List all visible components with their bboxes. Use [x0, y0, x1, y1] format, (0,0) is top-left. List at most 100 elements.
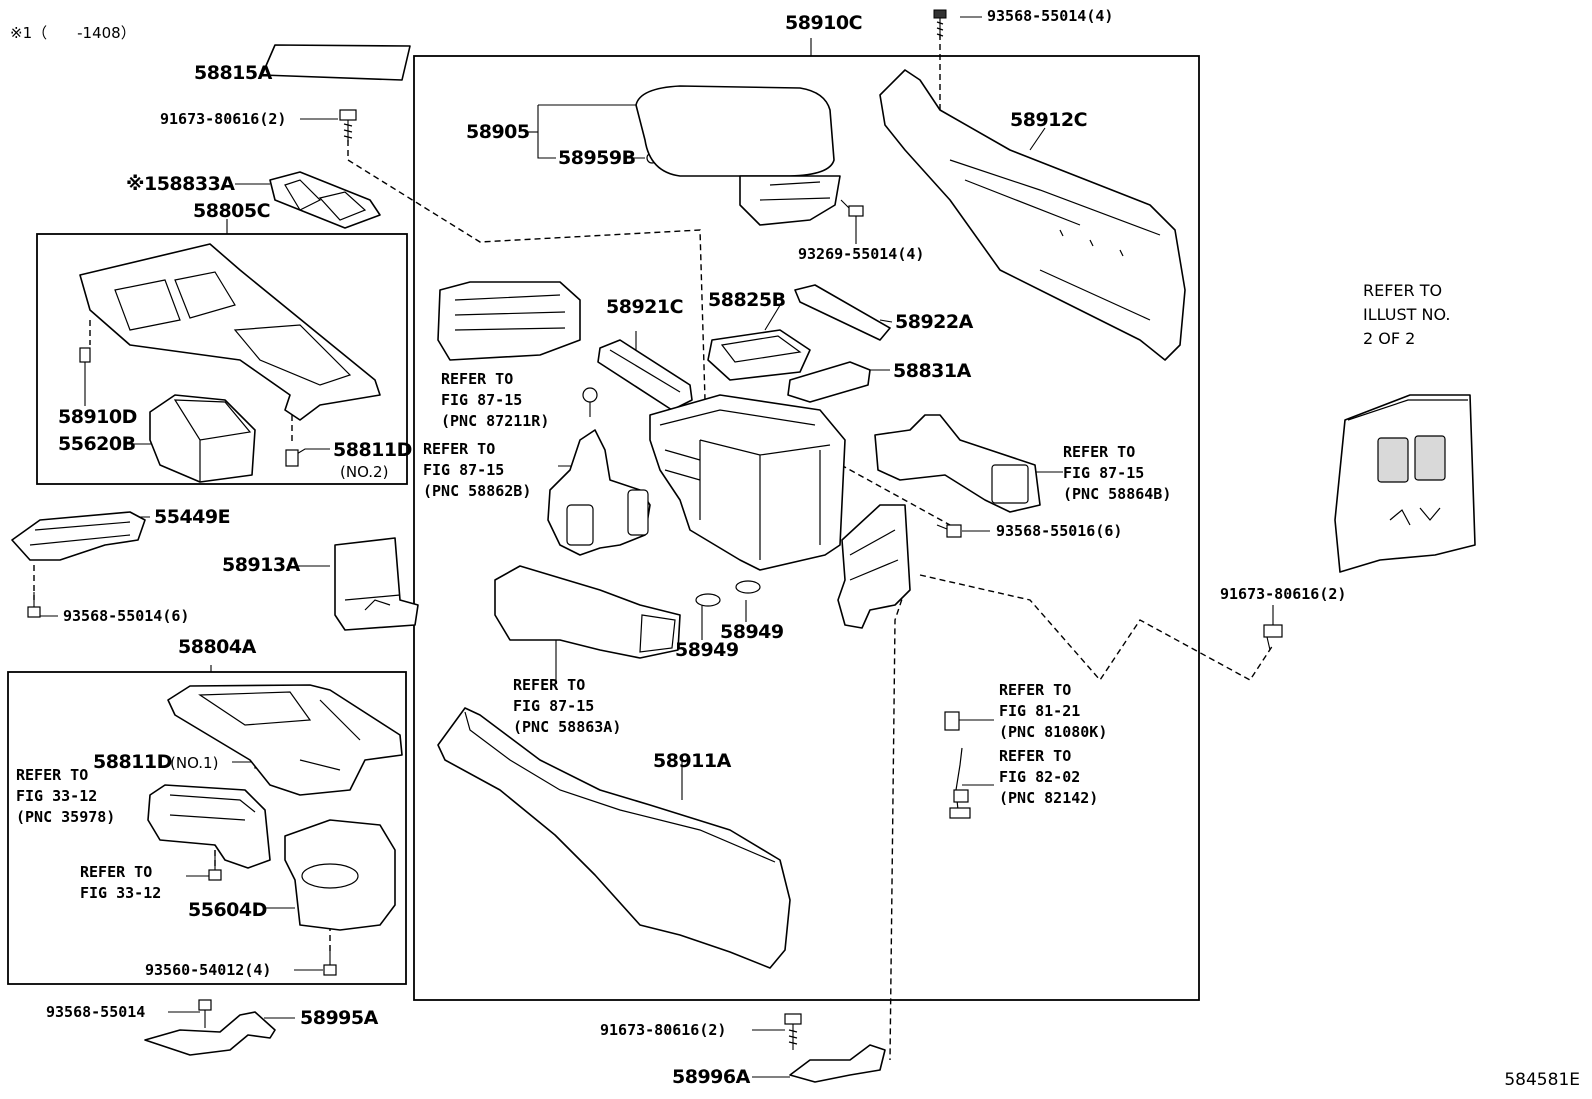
part-58805C: 58805C — [193, 200, 271, 222]
bracket-plate — [837, 504, 911, 629]
part-55449E: 55449E — [154, 506, 231, 528]
part-58825B: 58825B — [708, 289, 786, 311]
bezel-58805C — [79, 243, 381, 421]
main-assembly-frame — [413, 55, 1200, 1001]
duct-58862B — [547, 429, 651, 556]
revision-note: ※1（ -1408） — [10, 24, 136, 42]
part-91673-80616-a: 91673-80616(2) — [160, 110, 287, 128]
armrest-lid-58905 — [635, 85, 841, 226]
part-58905: 58905 — [466, 121, 530, 143]
part-93568-55014-6: 93568-55014(6) — [63, 607, 190, 625]
ref-58862B-line1: REFER TO — [423, 440, 496, 458]
ref-33-12-line2: FIG 33-12 — [80, 884, 162, 902]
part-58995A: 58995A — [300, 1007, 378, 1029]
ref-illust-line3: 2 OF 2 — [1363, 329, 1416, 348]
part-58959B: 58959B — [558, 147, 636, 169]
ref-illust-line1: REFER TO — [1363, 281, 1443, 300]
part-55604D: 55604D — [188, 899, 267, 921]
ref-82142: REFER TO FIG 82-02 (PNC 82142) — [999, 746, 1098, 809]
ref-81080K-line2: FIG 81-21 — [999, 702, 1081, 720]
ref-58864B-line3: (PNC 58864B) — [1063, 485, 1172, 503]
duct-58863A — [494, 565, 681, 659]
part-58922A: 58922A — [895, 311, 973, 333]
ref-35978: REFER TO FIG 33-12 (PNC 35978) — [16, 765, 115, 828]
ref-81080K-line1: REFER TO — [999, 681, 1072, 699]
part-58811D-no2-suffix: (NO.2) — [340, 463, 389, 481]
ref-82142-line2: FIG 82-02 — [999, 768, 1081, 786]
box-55604D — [284, 819, 396, 931]
part-93560-54012: 93560-54012(4) — [145, 961, 272, 979]
pad-58815A — [261, 44, 411, 81]
connector-81080K — [944, 711, 960, 731]
switch-55449E — [11, 511, 146, 561]
bracket-58921C — [597, 339, 693, 411]
part-58913A: 58913A — [222, 554, 300, 576]
ref-58862B-line2: FIG 87-15 — [423, 461, 505, 479]
holder-58913A — [334, 537, 419, 631]
clip-58949-right — [735, 580, 761, 594]
ref-58863A-line1: REFER TO — [513, 676, 586, 694]
ref-82142-line1: REFER TO — [999, 747, 1072, 765]
ref-illust-2-of-2: REFER TO ILLUST NO. 2 OF 2 — [1363, 279, 1450, 351]
ref-58863A-line3: (PNC 58863A) — [513, 718, 622, 736]
part-58996A: 58996A — [672, 1066, 750, 1088]
bracket-58995A — [144, 1011, 276, 1056]
part-55620B: 55620B — [58, 433, 136, 455]
sub-assembly-frame-58804A — [7, 671, 407, 985]
part-58833A: ※158833A — [126, 173, 235, 195]
duct-58864B — [874, 414, 1041, 513]
part-93568-55014-b: 93568-55014 — [46, 1003, 146, 1021]
box-55620B — [149, 394, 256, 483]
part-58911A: 58911A — [653, 750, 731, 772]
illustration-code: 584581E — [1504, 1070, 1580, 1090]
leader-lines — [40, 16, 1274, 1078]
ref-81080K: REFER TO FIG 81-21 (PNC 81080K) — [999, 680, 1107, 743]
ref-82142-line3: (PNC 82142) — [999, 789, 1099, 807]
ref-58862B-line3: (PNC 58862B) — [423, 482, 532, 500]
ref-58864B: REFER TO FIG 87-15 (PNC 58864B) — [1063, 442, 1171, 505]
part-58949-b: 58949 — [720, 621, 784, 643]
part-58811D-no1-suffix: (NO.1) — [170, 754, 219, 772]
ref-33-12-line1: REFER TO — [80, 863, 153, 881]
bracket-58996A — [789, 1044, 886, 1083]
plate-58831A — [787, 361, 871, 403]
part-58831A: 58831A — [893, 360, 971, 382]
sub-assembly-frame-58805C — [36, 233, 408, 485]
tray-58833A — [269, 171, 381, 229]
side-panel-58912C — [879, 69, 1186, 361]
part-58811D-no2: 58811D — [333, 439, 412, 461]
strip-58922A — [794, 284, 891, 341]
ref-58864B-line2: FIG 87-15 — [1063, 464, 1145, 482]
part-91673-80616-b: 91673-80616(2) — [1220, 585, 1347, 603]
part-58912C: 58912C — [1010, 109, 1088, 131]
part-93568-55014-top: 93568-55014(4) — [987, 7, 1114, 25]
ref-illust-line2: ILLUST NO. — [1363, 305, 1451, 324]
ref-58862B: REFER TO FIG 87-15 (PNC 58862B) — [423, 439, 531, 502]
part-58811D-no1: 58811D — [93, 751, 172, 773]
switch-module-35978 — [147, 784, 271, 869]
ref-35978-line1: REFER TO — [16, 766, 89, 784]
ref-81080K-line3: (PNC 81080K) — [999, 723, 1108, 741]
ref-87211R-line1: REFER TO — [441, 370, 514, 388]
ref-33-12: REFER TO FIG 33-12 — [80, 862, 161, 904]
bracket-left-upper — [437, 281, 581, 361]
rear-console-panel — [1334, 394, 1476, 573]
ref-58864B-line1: REFER TO — [1063, 443, 1136, 461]
ref-87211R: REFER TO FIG 87-15 (PNC 87211R) — [441, 369, 549, 432]
assembly-dashed-lines — [33, 34, 1274, 1061]
tray-58825B — [707, 329, 811, 381]
ref-35978-line3: (PNC 35978) — [16, 808, 116, 826]
part-58949-a: 58949 — [675, 639, 739, 661]
part-91673-80616-c: 91673-80616(2) — [600, 1021, 727, 1039]
harness-82142 — [949, 747, 971, 819]
part-58910C: 58910C — [785, 12, 863, 34]
part-93269-55014: 93269-55014(4) — [798, 245, 925, 263]
ref-87211R-line2: FIG 87-15 — [441, 391, 523, 409]
side-panel-58911A — [437, 707, 791, 969]
part-58804A: 58804A — [178, 636, 256, 658]
console-box-frame — [649, 394, 846, 571]
part-93568-55016: 93568-55016(6) — [996, 522, 1123, 540]
clip-58949-left — [695, 593, 721, 607]
ref-58863A: REFER TO FIG 87-15 (PNC 58863A) — [513, 675, 621, 738]
